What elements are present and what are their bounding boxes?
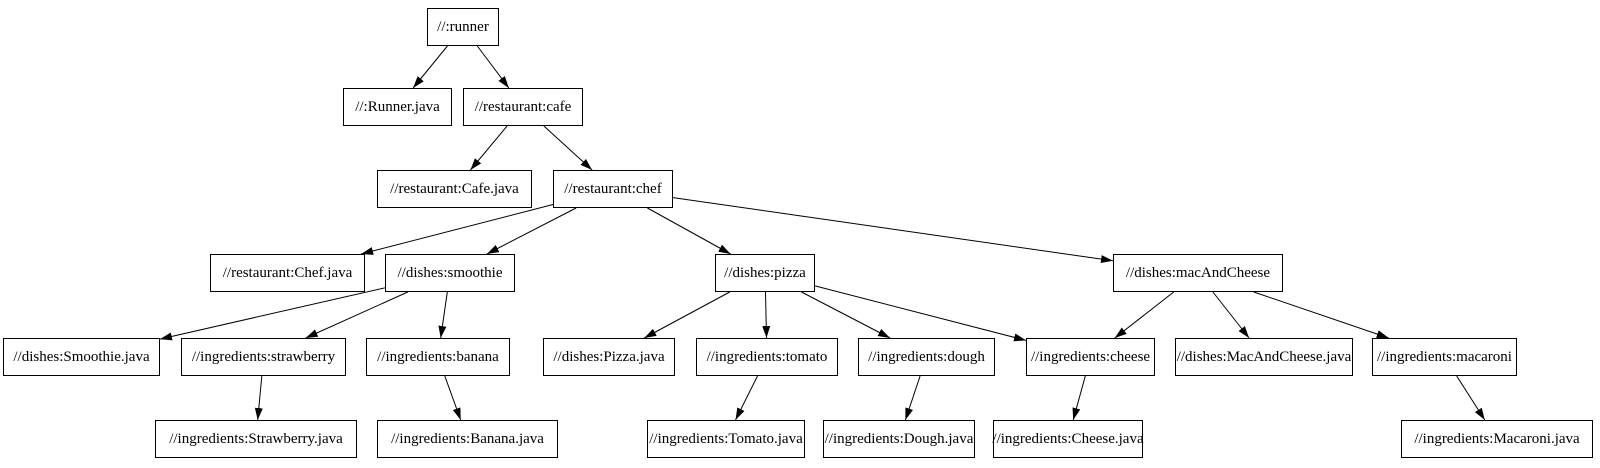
edge-cafe-to-cafe_java (470, 125, 508, 171)
node-cafe-java: //restaurant:Cafe.java (377, 170, 532, 208)
edge-tomato-to-tomato_java (735, 375, 758, 421)
edge-dough-to-dough_java (904, 375, 921, 421)
node-ingredients-cheese: //ingredients:cheese (1026, 338, 1155, 376)
node-dishes-smoothie: //dishes:smoothie (385, 254, 515, 292)
edge-runner-to-cafe (476, 45, 510, 89)
edge-chef-to-chef_java (360, 204, 554, 255)
edge-pizza-to-tomato (762, 291, 771, 339)
edge-strawberry-to-strawberry_java (254, 375, 263, 421)
node-restaurant-chef: //restaurant:chef (553, 170, 673, 208)
node-chef-java: //restaurant:Chef.java (210, 254, 365, 292)
node-cheese-java: //ingredients:Cheese.java (992, 420, 1144, 458)
edge-chef-to-smoothie (486, 207, 577, 255)
edge-smoothie-to-smoothie_java (159, 287, 386, 341)
edge-macandcheese-to-macaroni (1253, 291, 1389, 339)
node-runner-java: //:Runner.java (343, 88, 452, 126)
edge-smoothie-to-strawberry (305, 291, 409, 339)
edge-macaroni-to-macaroni_java (1456, 375, 1486, 421)
node-macaroni-java: //ingredients:Macaroni.java (1401, 420, 1593, 458)
dependency-edges (159, 45, 1486, 421)
node-ingredients-macaroni: //ingredients:macaroni (1372, 338, 1517, 376)
node-ingredients-strawberry: //ingredients:strawberry (181, 338, 346, 376)
edge-pizza-to-pizza_java (644, 291, 730, 339)
node-ingredients-banana: //ingredients:banana (366, 338, 510, 376)
node-ingredients-dough: //ingredients:dough (858, 338, 995, 376)
node-smoothie-java: //dishes:Smoothie.java (3, 338, 160, 376)
edge-pizza-to-dough (801, 291, 891, 339)
edge-chef-to-pizza (647, 207, 731, 255)
node-dishes-macandcheese: //dishes:macAndCheese (1113, 254, 1283, 292)
edge-pizza-to-cheese (814, 285, 1027, 342)
node-ingredients-tomato: //ingredients:tomato (696, 338, 838, 376)
edge-macandcheese-to-cheese (1114, 291, 1175, 339)
node-pizza-java: //dishes:Pizza.java (543, 338, 675, 376)
node-runner: //:runner (427, 8, 499, 46)
node-restaurant-cafe: //restaurant:cafe (463, 88, 583, 126)
edge-smoothie-to-banana (438, 291, 448, 339)
node-dishes-pizza: //dishes:pizza (715, 254, 815, 292)
node-tomato-java: //ingredients:Tomato.java (647, 420, 805, 458)
edge-cafe-to-chef (543, 125, 593, 171)
node-banana-java: //ingredients:Banana.java (377, 420, 558, 458)
edge-runner-to-runner_java (412, 45, 448, 89)
edge-cheese-to-cheese_java (1072, 375, 1086, 421)
edge-banana-to-banana_java (444, 375, 462, 421)
edge-macandcheese-to-macandcheese_java (1212, 291, 1250, 339)
node-macandcheese-java: //dishes:MacAndCheese.java (1175, 338, 1353, 376)
edge-chef-to-macandcheese (672, 197, 1114, 264)
node-strawberry-java: //ingredients:Strawberry.java (155, 420, 357, 458)
node-dough-java: //ingredients:Dough.java (823, 420, 975, 458)
